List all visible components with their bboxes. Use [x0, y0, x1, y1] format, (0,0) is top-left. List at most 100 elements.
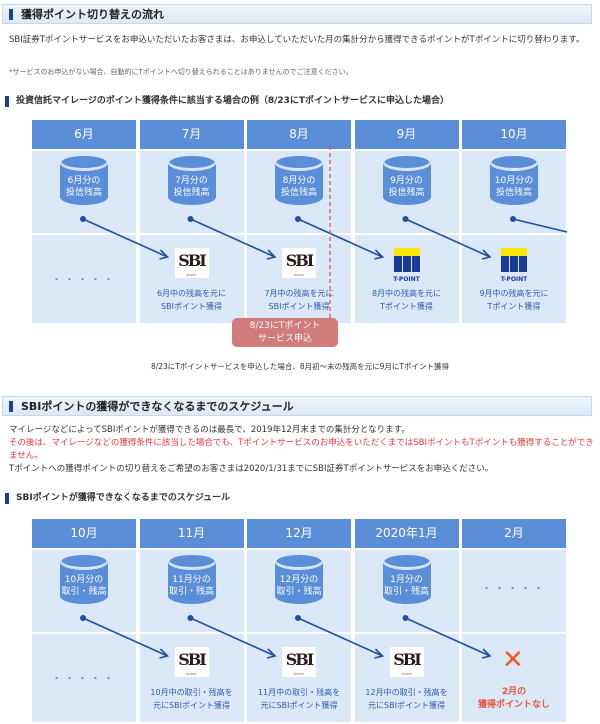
- application-badge-line: 8/23にTポイント: [249, 321, 321, 331]
- result-text: 11月中の取引・残高を元にSBIポイント獲得: [247, 686, 351, 712]
- source-label: 1月分の取引・残高: [383, 574, 431, 598]
- month-header: 9月: [354, 120, 459, 149]
- result-text: 7月中の残高を元に SBIポイント獲得: [247, 287, 351, 313]
- source-label: 12月分の取引・残高: [275, 574, 323, 598]
- source-label: 7月分の投信残高: [168, 175, 216, 199]
- month-source-cell: 10月分の投信残高: [462, 151, 566, 233]
- database-icon: 6月分の投信残高: [60, 155, 108, 213]
- database-icon: 11月分の取引・残高: [167, 554, 216, 612]
- sbi-logo-sub: POINT: [401, 672, 412, 676]
- t-logo-block: [402, 256, 411, 272]
- database-icon: 10月分の取引・残高: [60, 554, 108, 612]
- source-label-line: 9月分の: [390, 176, 423, 186]
- schedule-line3: Tポイントへの獲得ポイントの切り替えをご希望のお客さまは2020/1/31までに…: [9, 464, 494, 474]
- result-text-line: Tポイント獲得: [380, 302, 433, 311]
- source-label-line: 10月分の: [494, 176, 534, 186]
- source-label-line: 投信残高: [388, 188, 425, 198]
- source-label-line: 取引・残高: [383, 587, 429, 597]
- result-text-line: 7月中の残高を元に: [264, 289, 334, 298]
- database-icon: 10月分の投信残高: [490, 155, 538, 213]
- result-text-line: SBIポイント獲得: [161, 302, 222, 311]
- source-label-line: 12月分の: [279, 575, 319, 585]
- schedule-subtitle: SBIポイントが獲得できなくなるまでのスケジュール: [2, 491, 230, 505]
- result-text: 2月の獲得ポイントなし: [462, 686, 566, 712]
- ellipsis: ・・・・・: [51, 275, 117, 286]
- t-logo-block: [510, 256, 518, 272]
- t-logo-block: [519, 256, 527, 272]
- month-source-cell: ・・・・・: [462, 550, 566, 632]
- month-result-cell: ✕2月の獲得ポイントなし: [462, 634, 566, 722]
- sbi-logo-sub: POINT: [293, 672, 305, 676]
- month-header: 6月: [32, 120, 136, 149]
- database-icon: 1月分の取引・残高: [382, 554, 431, 612]
- month-result-cell: ・・・・・: [32, 634, 136, 722]
- month-header: 8月: [247, 120, 351, 149]
- ellipsis: ・・・・・: [51, 674, 117, 685]
- result-text-line: SBIポイント獲得: [268, 302, 330, 311]
- cylinder-top: [60, 155, 108, 171]
- database-icon: 8月分の投信残高: [275, 155, 323, 213]
- schedule-line1: マイレージなどによってSBIポイントが獲得できるのは最長で、2019年12月末ま…: [9, 425, 410, 435]
- result-text-line: 元にSBIポイント獲得: [368, 701, 445, 710]
- result-text-line: Tポイント獲得: [487, 302, 541, 311]
- section-header-schedule: SBIポイントの獲得ができなくなるまでのスケジュール: [2, 396, 592, 416]
- ellipsis: ・・・・・: [481, 584, 547, 595]
- section-header-flow: 獲得ポイント切り替えの流れ: [2, 4, 592, 24]
- month-source-cell: 9月分の投信残高: [354, 151, 459, 233]
- source-label-line: 取引・残高: [168, 587, 214, 597]
- result-text-line: 元にSBIポイント獲得: [153, 701, 230, 710]
- source-label-line: 取引・残高: [276, 587, 322, 597]
- example-caption: 8/23にTポイントサービスを申込した場合、8月初～末の残高を元に9月にTポイン…: [150, 362, 450, 371]
- source-label-line: 8月分の: [282, 176, 316, 186]
- flow-description: SBI証券Tポイントサービスをお申込いただいたお客さまは、お申込していただいた月…: [9, 35, 585, 45]
- t-logo-block: [411, 256, 420, 272]
- month-result-cell: ・・・・・: [32, 235, 136, 323]
- sbi-logo-text: SBI: [285, 251, 315, 270]
- month-result-cell: SBI POINT 12月中の取引・残高を元にSBIポイント獲得: [354, 634, 459, 722]
- source-label-line: 投信残高: [65, 188, 102, 198]
- result-text-line: 2月の: [501, 687, 527, 697]
- source-label: 8月分の投信残高: [275, 175, 323, 199]
- cylinder-top: [490, 155, 538, 171]
- example-subtitle: 投資信託マイレージのポイント獲得条件に該当する場合の例（8/23にTポイントサー…: [2, 94, 449, 108]
- month-header: 2020年1月: [354, 519, 459, 548]
- database-icon: 9月分の投信残高: [382, 155, 431, 213]
- t-point-logo: [501, 248, 527, 272]
- t-point-logo-text: T-POINT: [500, 276, 528, 283]
- sbi-point-logo: SBI POINT: [389, 647, 424, 677]
- sbi-logo-sub: POINT: [186, 672, 197, 676]
- month-source-cell: 10月分の取引・残高: [32, 550, 136, 632]
- result-text-line: 元にSBIポイント獲得: [260, 701, 338, 710]
- application-badge-line: サービス申込: [257, 334, 312, 344]
- cylinder-top: [167, 554, 216, 570]
- source-label-line: 7月分の: [175, 176, 208, 186]
- source-label-line: 投信残高: [495, 188, 532, 198]
- month-header: 7月: [139, 120, 244, 149]
- source-label-line: 投信残高: [173, 188, 210, 198]
- month-source-cell: 8月分の投信残高: [247, 151, 351, 233]
- sbi-logo-text: SBI: [393, 650, 422, 669]
- sbi-logo-text: SBI: [178, 251, 207, 270]
- result-text: 12月中の取引・残高を元にSBIポイント獲得: [355, 686, 459, 712]
- source-label: 6月分の投信残高: [60, 175, 108, 199]
- cylinder-top: [382, 155, 431, 171]
- source-label-line: 1月分の: [390, 575, 423, 585]
- result-text-line: 獲得ポイントなし: [477, 700, 550, 710]
- month-source-cell: 7月分の投信残高: [139, 151, 244, 233]
- database-icon: 7月分の投信残高: [167, 155, 216, 213]
- source-label-line: 11月分の: [172, 575, 211, 585]
- source-label-line: 取引・残高: [61, 587, 107, 597]
- cylinder-top: [275, 155, 323, 171]
- source-label: 11月分の取引・残高: [168, 574, 216, 598]
- t-logo-block: [393, 256, 402, 272]
- t-point-logo-text: T-POINT: [393, 276, 420, 283]
